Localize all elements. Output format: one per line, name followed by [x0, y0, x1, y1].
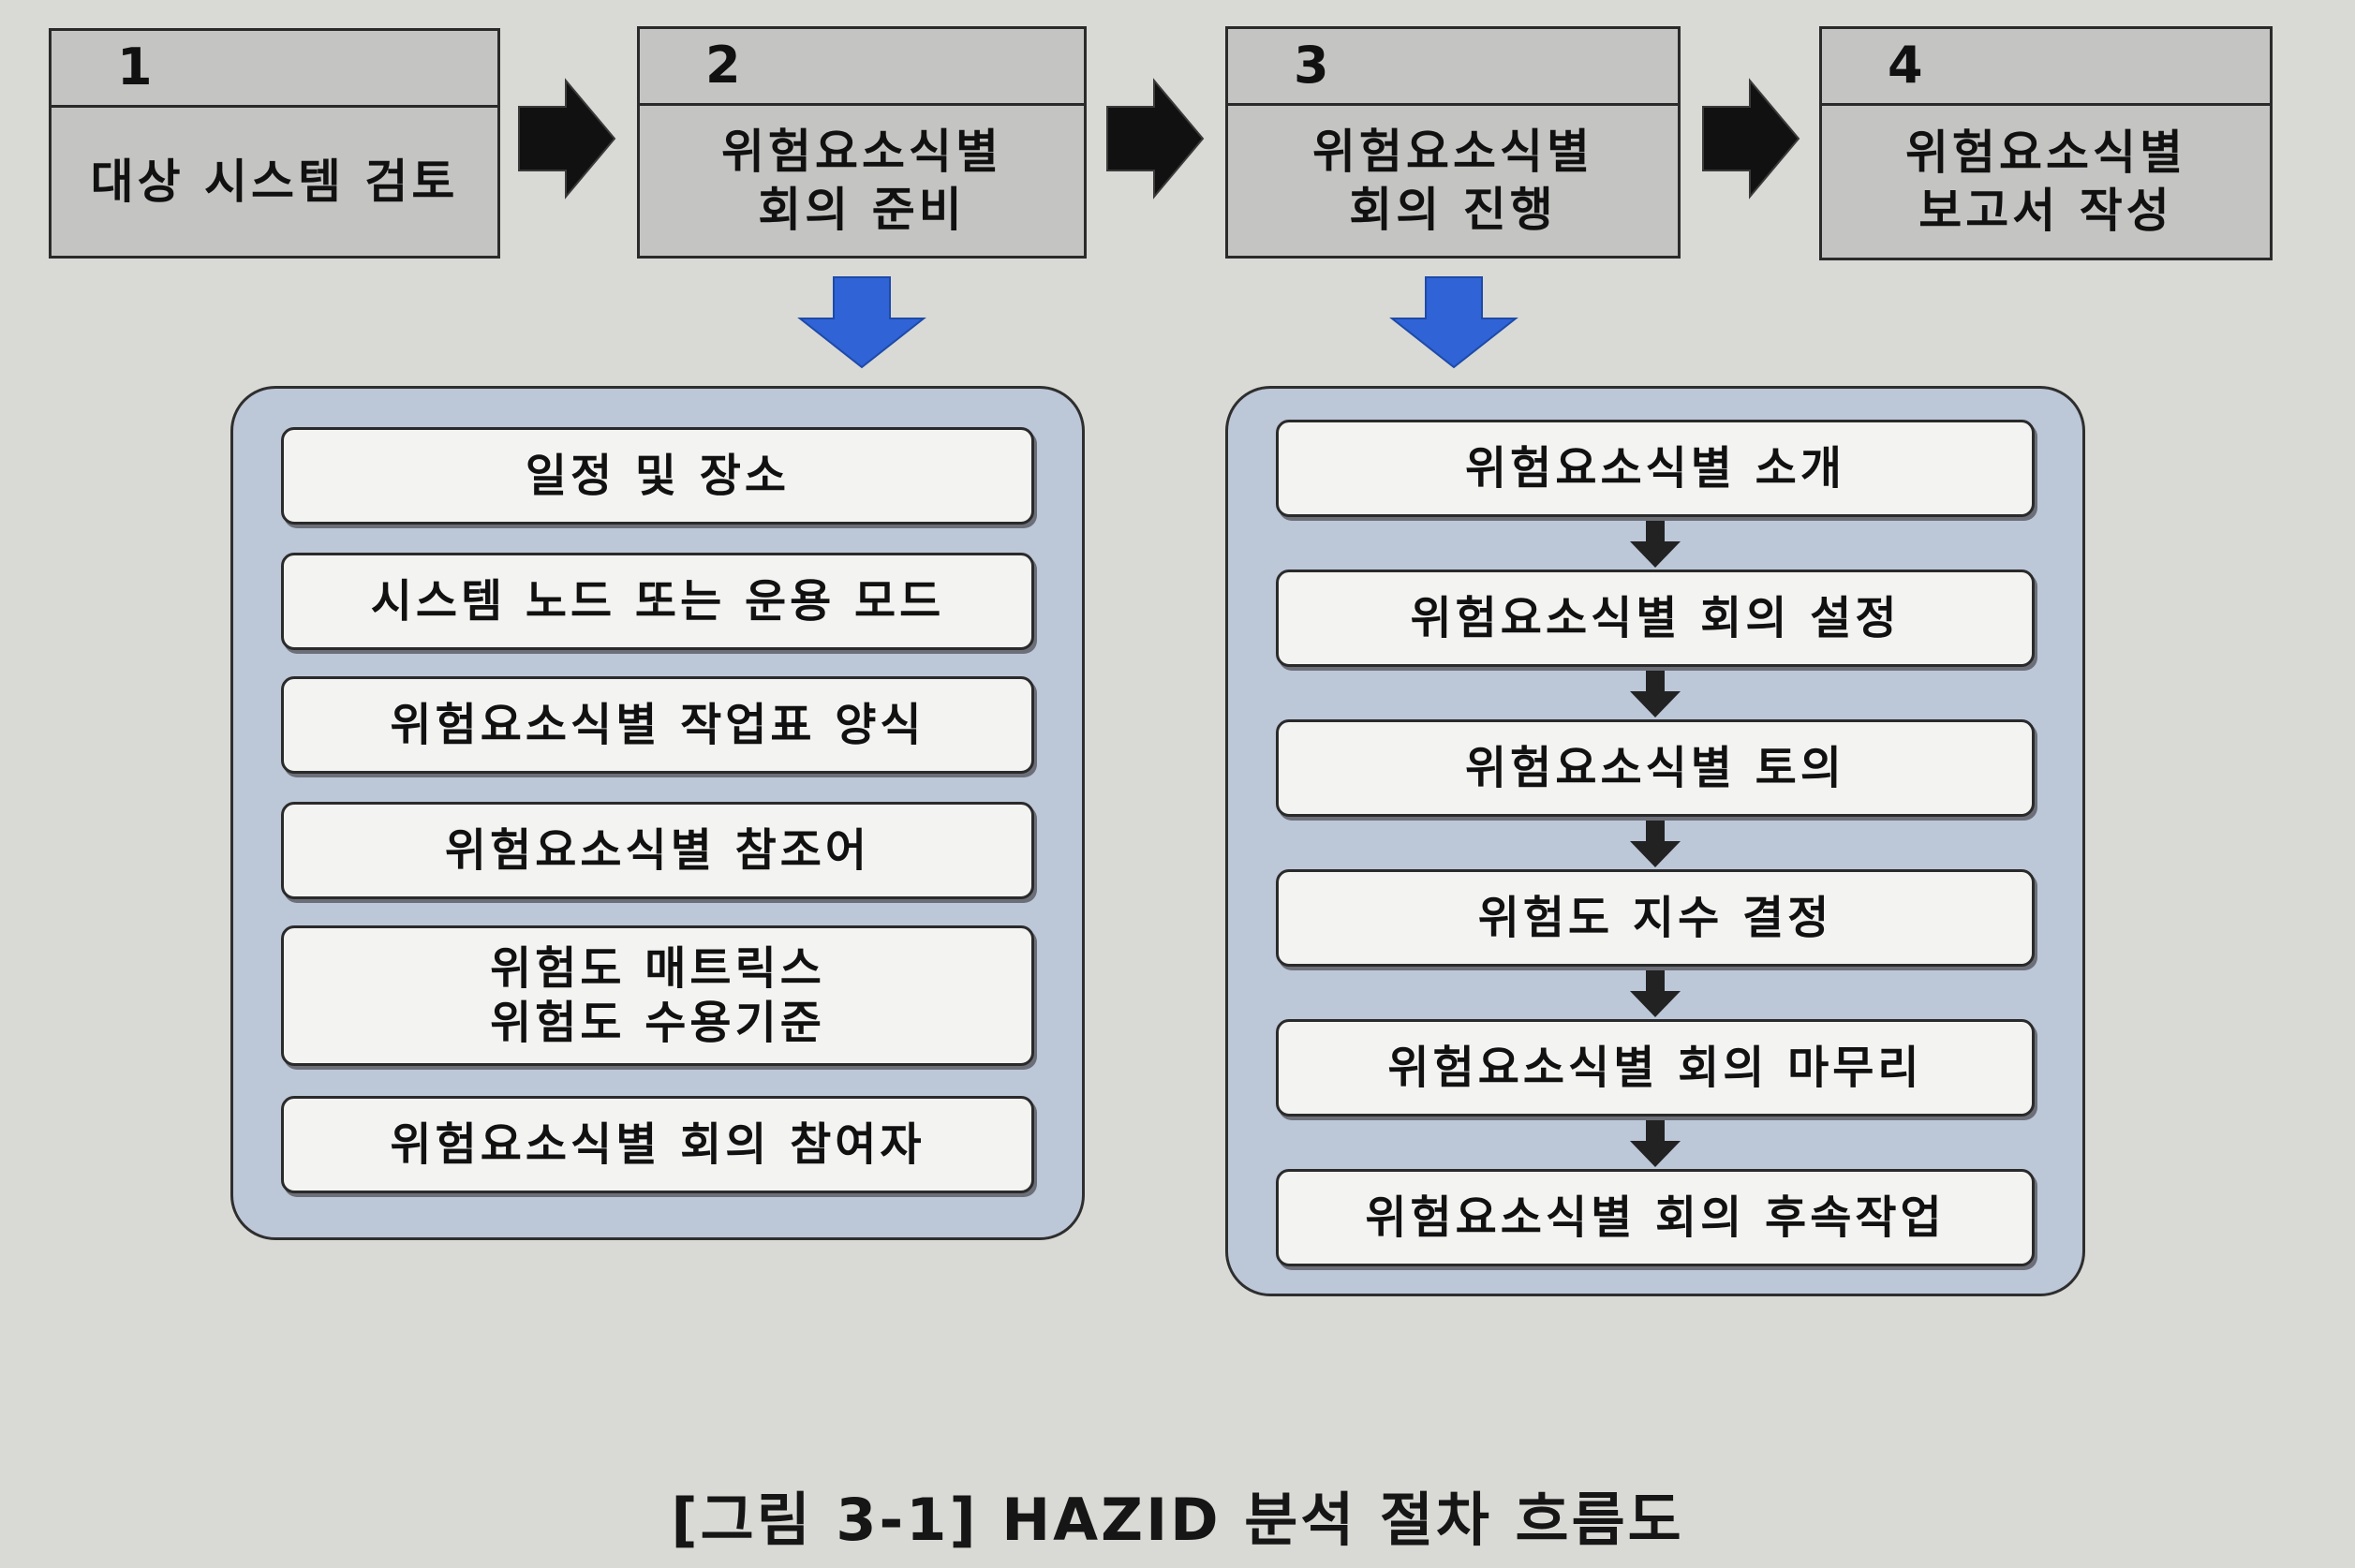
meeting-item-closing: 위험요소식별 회의 마무리 — [1276, 1019, 2035, 1117]
step-1-number: 1 — [117, 37, 153, 96]
prep-item-participants-line-1: 위험요소식별 회의 참여자 — [390, 1118, 926, 1171]
arrow-down-step-3 — [1630, 821, 1681, 867]
arrow-down-step-2 — [1630, 671, 1681, 717]
arrow-down-step-4 — [1630, 970, 1681, 1017]
arrow-down-blue-3-shape — [1389, 276, 1518, 369]
arrow-down-step-5-shape — [1630, 1120, 1681, 1167]
meeting-item-introduction: 위험요소식별 소개 — [1276, 420, 2035, 517]
arrow-down-step-1-shape — [1630, 521, 1681, 568]
meeting-item-risk-index: 위험도 지수 결정 — [1276, 869, 2035, 967]
prep-item-risk-matrix-line-2: 위험도 수용기준 — [490, 997, 825, 1049]
step-3-header: 3 — [1228, 29, 1678, 106]
arrow-down-blue-2 — [797, 276, 926, 369]
step-2-label-line-2: 회의 준비 — [758, 183, 966, 237]
step-2-box: 2 위험요소식별 회의 준비 — [637, 26, 1087, 259]
arrow-down-step-5 — [1630, 1120, 1681, 1167]
step-2-number: 2 — [705, 36, 741, 95]
arrow-right-2-3 — [1106, 78, 1205, 200]
step-4-header: 4 — [1822, 29, 2270, 106]
prep-item-worksheet: 위험요소식별 작업표 양식 — [281, 676, 1034, 774]
step-1-label: 대상 시스템 검토 — [52, 108, 497, 256]
arrow-right-3-4-shape — [1702, 78, 1800, 200]
prep-item-system-node: 시스템 노드 또는 운용 모드 — [281, 553, 1034, 650]
step-1-label-line-1: 대상 시스템 검토 — [90, 155, 459, 209]
prep-item-schedule-line-1: 일정 및 장소 — [525, 450, 791, 502]
prep-item-worksheet-line-1: 위험요소식별 작업표 양식 — [390, 699, 926, 751]
step-4-label: 위험요소식별 보고서 작성 — [1822, 106, 2270, 258]
prep-item-guidewords-line-1: 위험요소식별 참조어 — [444, 824, 871, 877]
meeting-item-setup: 위험요소식별 회의 설정 — [1276, 570, 2035, 667]
prep-item-schedule: 일정 및 장소 — [281, 427, 1034, 525]
arrow-down-blue-2-shape — [797, 276, 926, 369]
meeting-item-follow-up-line-1: 위험요소식별 회의 후속작업 — [1365, 1191, 1946, 1244]
step-1-header: 1 — [52, 31, 497, 108]
arrow-right-3-4 — [1702, 78, 1800, 200]
meeting-item-discussion-line-1: 위험요소식별 토의 — [1465, 742, 1845, 794]
meeting-item-setup-line-1: 위험요소식별 회의 설정 — [1410, 592, 1901, 644]
arrow-right-2-3-shape — [1106, 78, 1205, 200]
arrow-down-step-4-shape — [1630, 970, 1681, 1017]
step-4-number: 4 — [1888, 36, 1923, 95]
meeting-item-discussion: 위험요소식별 토의 — [1276, 719, 2035, 817]
prep-item-risk-matrix-line-1: 위험도 매트릭스 — [490, 942, 825, 995]
arrow-right-1-2 — [518, 78, 616, 200]
step-3-number: 3 — [1294, 36, 1329, 95]
step-3-label: 위험요소식별 회의 진행 — [1228, 106, 1678, 256]
step-2-label: 위험요소식별 회의 준비 — [640, 106, 1084, 256]
meeting-item-follow-up: 위험요소식별 회의 후속작업 — [1276, 1169, 2035, 1266]
meeting-item-closing-line-1: 위험요소식별 회의 마무리 — [1387, 1042, 1923, 1094]
step-3-box: 3 위험요소식별 회의 진행 — [1225, 26, 1681, 259]
prep-item-system-node-line-1: 시스템 노드 또는 운용 모드 — [370, 575, 945, 628]
step-1-box: 1 대상 시스템 검토 — [49, 28, 500, 259]
step-2-label-line-1: 위험요소식별 — [721, 125, 1002, 179]
arrow-down-step-1 — [1630, 521, 1681, 568]
prep-item-participants: 위험요소식별 회의 참여자 — [281, 1096, 1034, 1193]
arrow-right-1-2-shape — [518, 78, 616, 200]
meeting-item-risk-index-line-1: 위험도 지수 결정 — [1477, 892, 1833, 944]
arrow-down-blue-3 — [1389, 276, 1518, 369]
step-3-label-line-2: 회의 진행 — [1349, 183, 1557, 237]
step-4-box: 4 위험요소식별 보고서 작성 — [1819, 26, 2273, 260]
figure-caption: [그림 3-1] HAZID 분석 절차 흐름도 — [671, 1486, 1684, 1554]
meeting-item-introduction-line-1: 위험요소식별 소개 — [1465, 442, 1845, 495]
step-4-label-line-2: 보고서 작성 — [1918, 184, 2173, 238]
prep-item-guidewords: 위험요소식별 참조어 — [281, 802, 1034, 899]
step-3-label-line-1: 위험요소식별 — [1312, 125, 1593, 179]
step-4-label-line-1: 위험요소식별 — [1905, 126, 2186, 180]
arrow-down-step-2-shape — [1630, 671, 1681, 717]
arrow-down-step-3-shape — [1630, 821, 1681, 867]
prep-item-risk-matrix: 위험도 매트릭스 위험도 수용기준 — [281, 925, 1034, 1066]
step-2-header: 2 — [640, 29, 1084, 106]
